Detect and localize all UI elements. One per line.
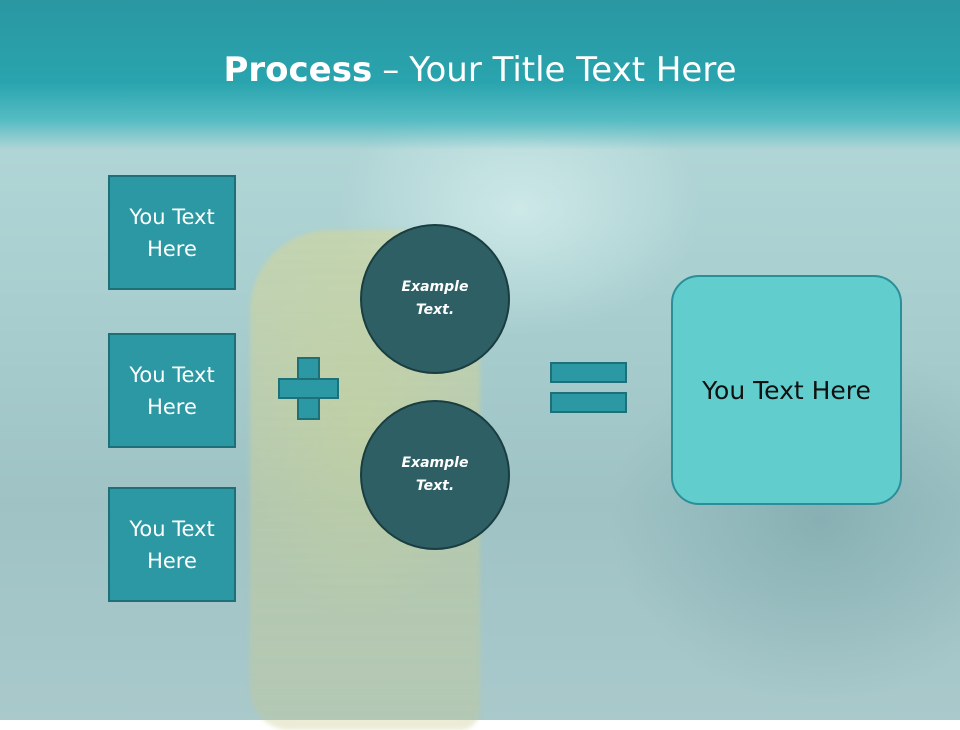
- left-text-box-3[interactable]: You Text Here: [108, 487, 236, 602]
- example-circle-2[interactable]: Example Text.: [360, 400, 510, 550]
- slide-title[interactable]: Process–Your Title Text Here: [0, 50, 960, 90]
- title-bar: Process–Your Title Text Here: [0, 0, 960, 150]
- circle-label: Example Text.: [401, 455, 469, 494]
- equals-icon-top-bar[interactable]: [550, 362, 627, 383]
- left-text-box-label: You Text Here: [129, 204, 215, 261]
- left-text-box-label: You Text Here: [129, 516, 215, 573]
- equals-icon-bottom-bar[interactable]: [550, 392, 627, 413]
- left-text-box-2[interactable]: You Text Here: [108, 333, 236, 448]
- title-rest: Your Title Text Here: [409, 50, 737, 90]
- circle-label: Example Text.: [401, 279, 469, 318]
- example-circle-1[interactable]: Example Text.: [360, 224, 510, 374]
- result-label: You Text Here: [702, 375, 871, 405]
- left-text-box-1[interactable]: You Text Here: [108, 175, 236, 290]
- title-separator: –: [382, 50, 400, 90]
- plus-center: [299, 380, 318, 397]
- result-text-box[interactable]: You Text Here: [671, 275, 902, 505]
- left-text-box-label: You Text Here: [129, 362, 215, 419]
- title-bold: Process: [223, 50, 373, 90]
- plus-icon[interactable]: [278, 357, 339, 420]
